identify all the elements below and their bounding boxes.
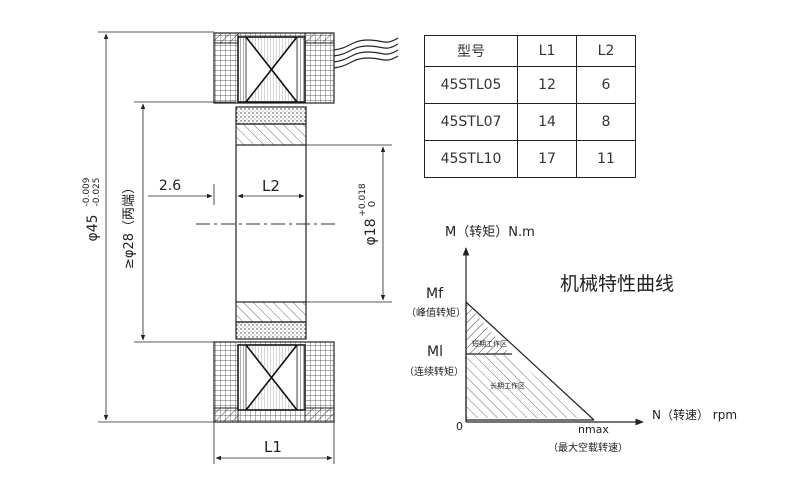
torque-speed-line — [465, 301, 595, 421]
long-term-zone-label: 长期工作区 — [490, 381, 525, 390]
table-cell: 11 — [576, 140, 636, 178]
svg-text:-0.025: -0.025 — [92, 177, 102, 206]
table-cell: 8 — [576, 103, 636, 141]
table-cell: 45STL07 — [424, 103, 518, 141]
model-table: 型号 L1 L2 45STL05 12 6 45STL07 14 8 45STL… — [424, 35, 636, 178]
bore-diameter-label: φ18 +0.018 0 — [358, 183, 379, 245]
ml-label: Ml — [427, 344, 443, 360]
table-header: L2 — [576, 35, 636, 67]
y-axis-label: M（转矩）N.m — [445, 225, 535, 240]
svg-text:0: 0 — [367, 201, 378, 207]
offset-label: 2.6 — [159, 178, 181, 194]
table-cell: 17 — [517, 140, 577, 178]
svg-text:+0.018: +0.018 — [358, 183, 368, 217]
mf-label: Mf — [426, 286, 444, 302]
table-header: 型号 — [424, 35, 518, 67]
motor-section — [213, 32, 399, 423]
table-header: L1 — [517, 35, 577, 67]
ml-desc: （连续转矩） — [404, 365, 464, 378]
svg-text:≥φ28（两端）: ≥φ28（两端） — [122, 181, 137, 269]
x-axis-label: N（转速） rpm — [652, 407, 737, 422]
nmax-desc: （最大空载转速） — [548, 441, 628, 454]
long-term-region — [466, 354, 583, 418]
characteristic-graph: M（转矩）N.m N（转速） rpm 0 Mf （峰值转矩） Ml （连续转矩）… — [404, 225, 737, 454]
table-cell: 45STL10 — [424, 140, 518, 178]
nmax-label: nmax — [578, 423, 609, 436]
table-cell: 45STL05 — [424, 66, 518, 104]
short-term-zone-label: 短期工作区 — [472, 339, 507, 348]
short-term-region — [466, 302, 510, 354]
svg-text:φ45: φ45 — [85, 214, 101, 241]
table-cell: 12 — [517, 66, 577, 104]
flange-diameter-label: ≥φ28（两端） — [122, 181, 137, 269]
svg-text:-0.009: -0.009 — [82, 177, 92, 206]
table-row: 45STL05 12 6 — [424, 66, 636, 104]
origin-label: 0 — [456, 420, 463, 433]
table-row: 45STL10 17 11 — [424, 140, 636, 178]
table-cell: 6 — [576, 66, 636, 104]
svg-text:φ18: φ18 — [363, 218, 379, 245]
l1-label: L1 — [264, 438, 282, 456]
graph-title: 机械特性曲线 — [560, 273, 674, 295]
table-header-row: 型号 L1 L2 — [424, 35, 636, 67]
table-row: 45STL07 14 8 — [424, 103, 636, 141]
table-cell: 14 — [517, 103, 577, 141]
l2-label: L2 — [262, 177, 280, 195]
outer-diameter-label: φ45 -0.009 -0.025 — [82, 177, 102, 241]
mf-desc: （峰值转矩） — [406, 306, 466, 319]
dimensions: φ45 -0.009 -0.025 ≥φ28（两端） φ18 +0.018 0 … — [82, 31, 392, 464]
